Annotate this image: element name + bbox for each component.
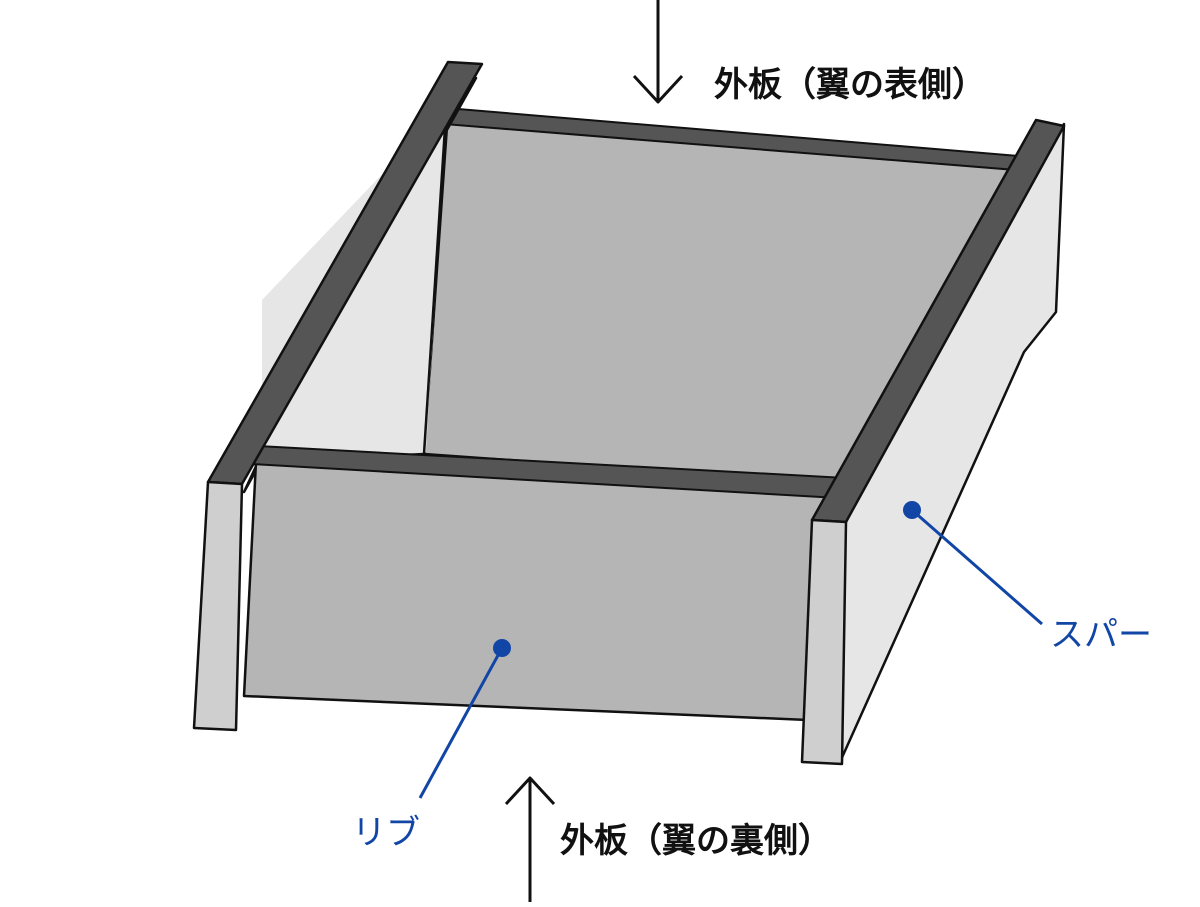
spar-label: スパー bbox=[1050, 615, 1152, 655]
bottom-skin-label: 外板（翼の裏側） bbox=[560, 821, 832, 861]
left-spar-end bbox=[192, 480, 244, 732]
top-skin-label: 外板（翼の表側） bbox=[714, 65, 986, 105]
rib-callout bbox=[418, 639, 511, 799]
left-spar-edge bbox=[422, 111, 448, 455]
front-rib-face bbox=[242, 460, 842, 722]
spar-callout bbox=[903, 501, 1043, 626]
rib-label: リブ bbox=[352, 813, 420, 853]
right-spar-end bbox=[800, 518, 848, 766]
arrow-down-icon bbox=[632, 0, 684, 104]
arrow-up-icon bbox=[504, 776, 556, 902]
